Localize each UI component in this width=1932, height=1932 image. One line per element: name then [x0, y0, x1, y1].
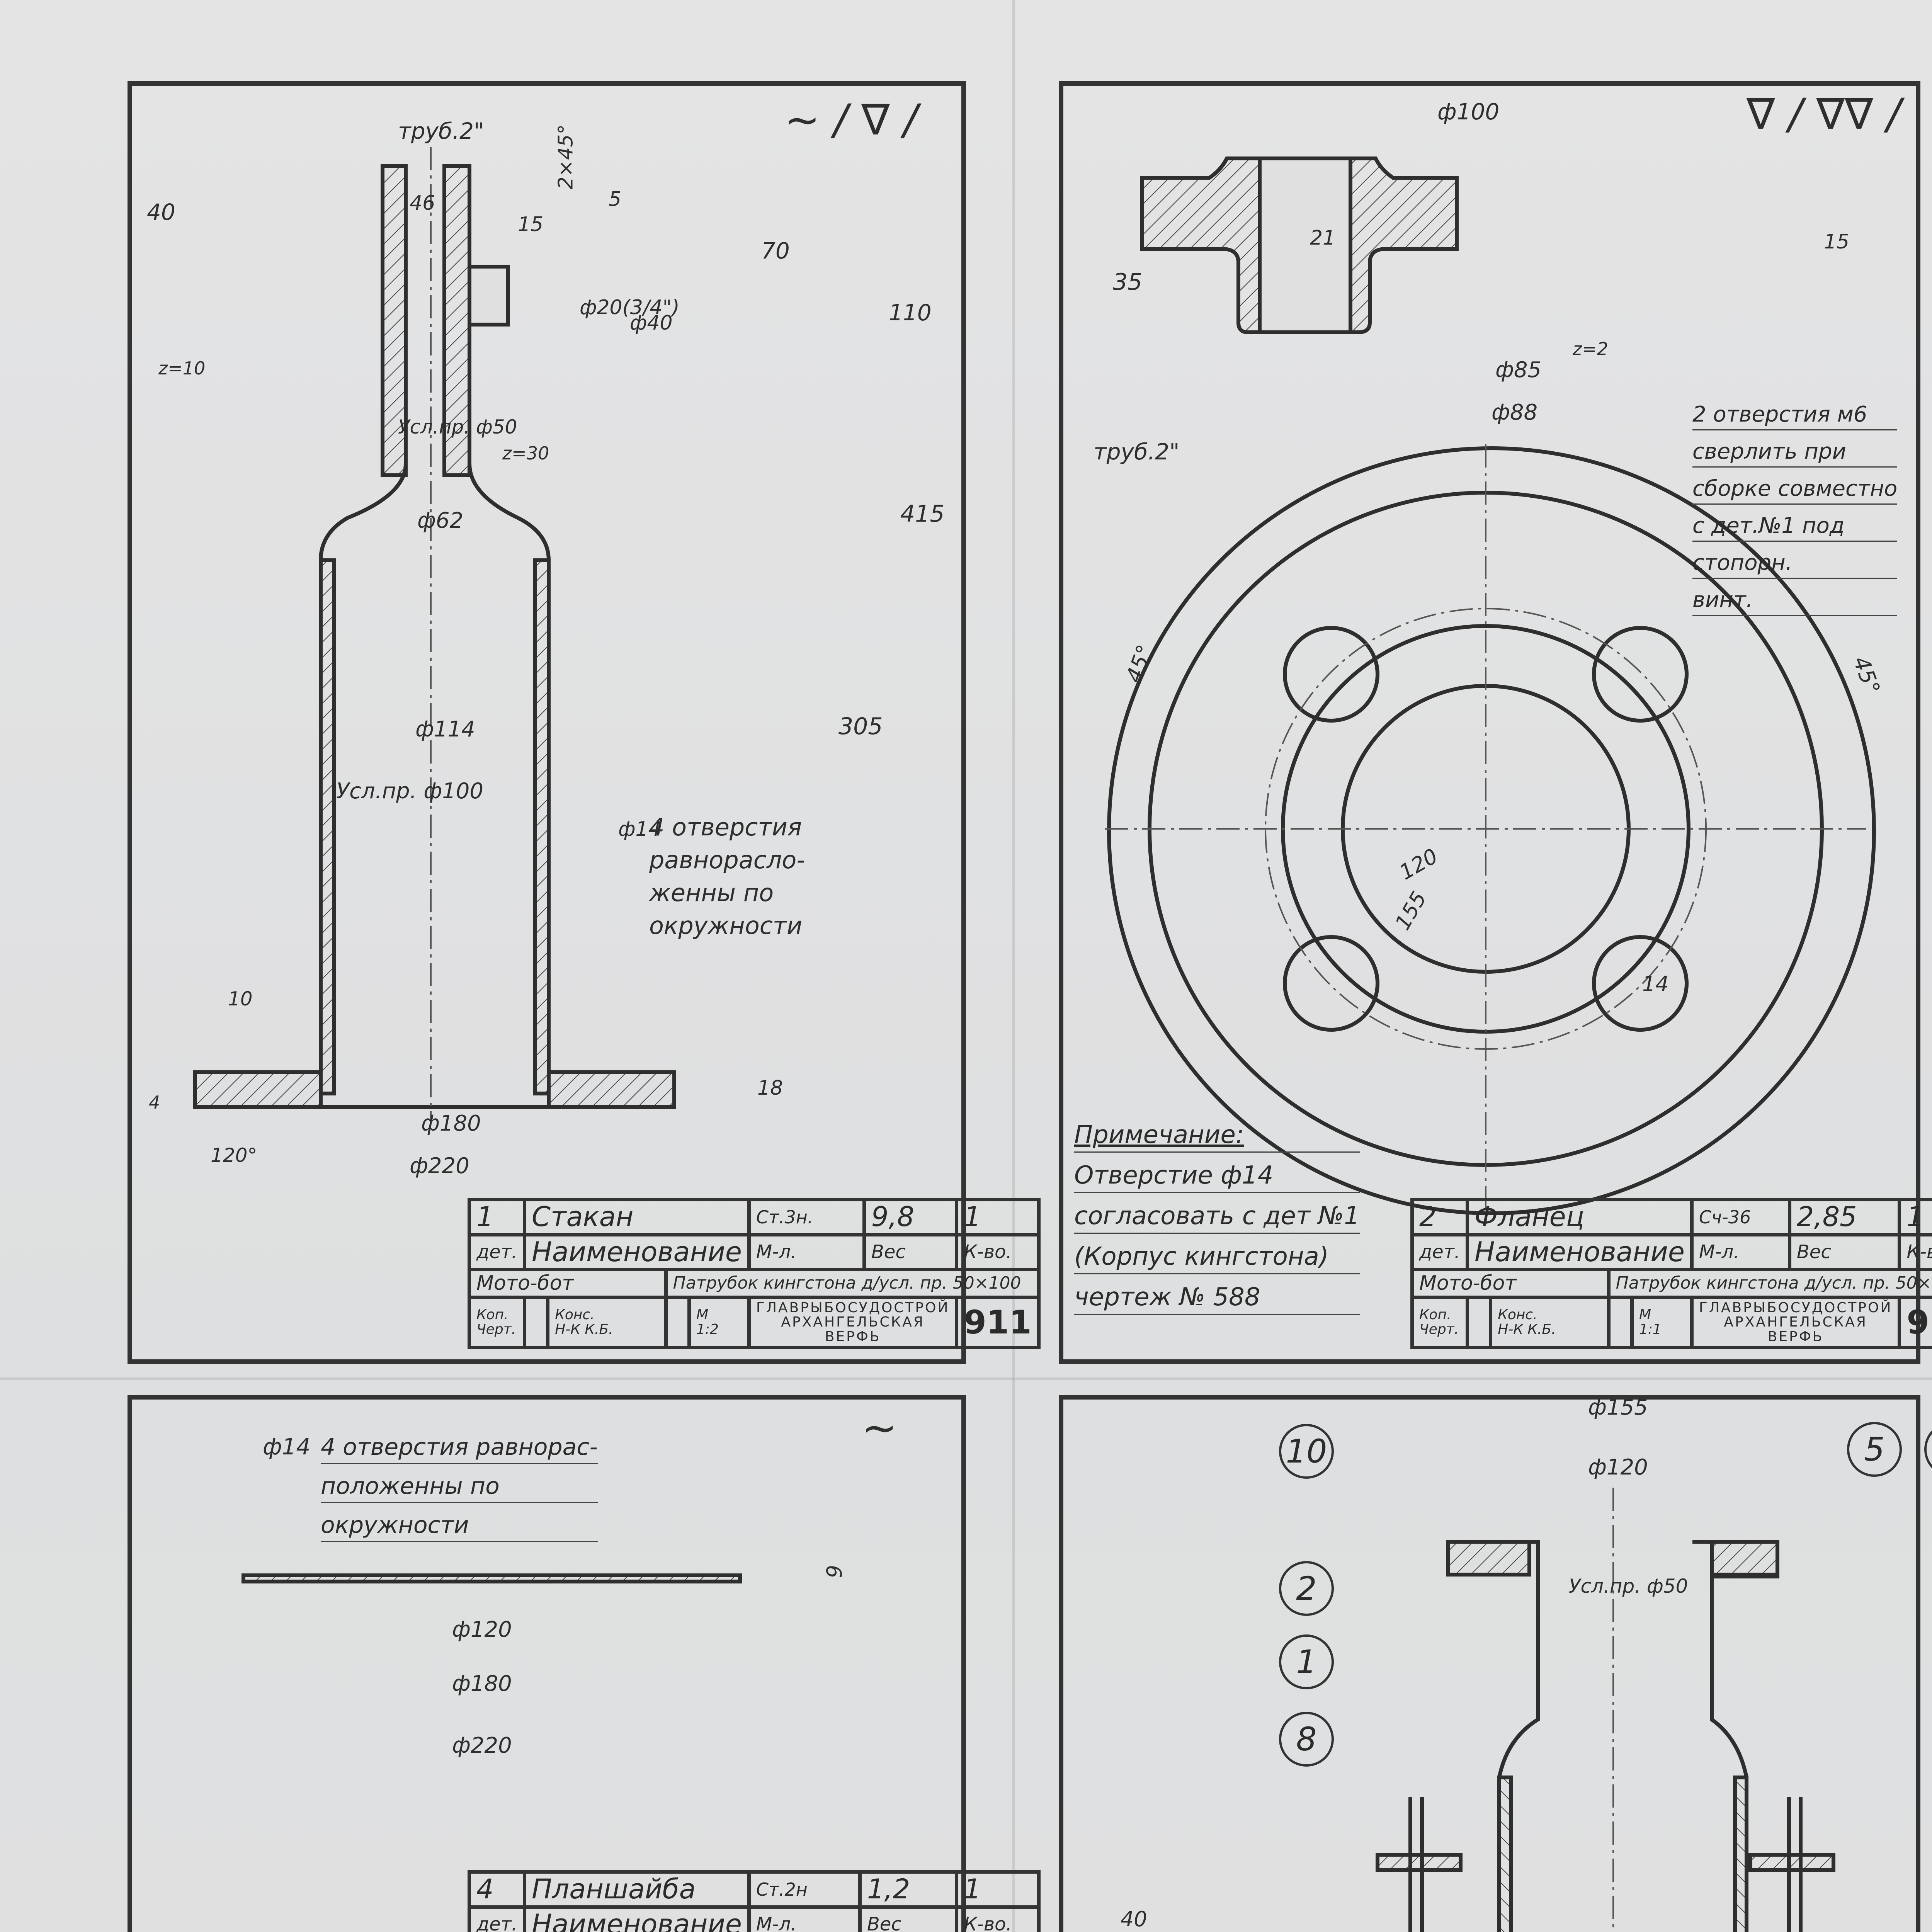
dim-305: 305	[838, 713, 883, 740]
dim-110: 110	[889, 299, 932, 326]
balloon-8: 8	[1279, 1712, 1334, 1767]
dim-d155: ф155	[1588, 1395, 1648, 1420]
surface-finish-mark: ∇ / ∇∇ /	[1747, 89, 1901, 139]
dim-d120: ф120	[452, 1617, 512, 1642]
balloon-5: 5	[1847, 1422, 1902, 1477]
balloon-1: 1	[1279, 1634, 1334, 1689]
dim-d100: ф100	[1437, 99, 1500, 125]
dim-bore-50: Усл.пр. ф50	[398, 416, 517, 438]
balloon-2: 2	[1279, 1561, 1334, 1616]
dim-bore-100: Усл.пр. ф100	[336, 779, 484, 804]
dim-15: 15	[1824, 230, 1850, 253]
panel-detail-2	[1059, 81, 1920, 1364]
dim-120deg: 120°	[211, 1144, 257, 1167]
dim-10: 10	[228, 988, 253, 1010]
dim-d85: ф85	[1495, 357, 1542, 383]
dim-15: 15	[518, 213, 544, 236]
note-holes-line1: 4 отверстия	[649, 813, 802, 841]
dim-radius-2: z=2	[1573, 338, 1608, 359]
panel-detail-1	[128, 81, 966, 1364]
panel-assembly	[1059, 1395, 1920, 1932]
part-material: Ст.3н.	[747, 1198, 866, 1236]
surface-finish-mark: ~	[862, 1403, 898, 1452]
part-no: 1	[468, 1198, 526, 1236]
dim-40: 40	[1121, 1907, 1147, 1931]
dim-18: 18	[757, 1077, 783, 1100]
dim-415: 415	[900, 500, 945, 527]
dim-d220: ф220	[410, 1153, 469, 1179]
dim-40: 40	[147, 199, 175, 225]
dim-bore-50: Усл.пр. ф50	[1569, 1575, 1688, 1597]
note-holes-line4: окружности	[649, 912, 803, 940]
note-detail-4: 4 отверстия равнорас- положенны по окруж…	[321, 1434, 598, 1551]
dim-5: 5	[609, 188, 622, 211]
dim-21: 21	[1310, 226, 1336, 250]
dim-d180: ф180	[452, 1671, 512, 1696]
paper-fold	[1012, 0, 1015, 1932]
drawing-number: 911	[955, 1295, 1041, 1349]
dim-d180: ф180	[421, 1111, 481, 1136]
dim-d40: ф40	[630, 311, 673, 335]
dim-d114: ф114	[415, 717, 475, 742]
dim-35: 35	[1113, 269, 1143, 296]
dim-pipe: труб.2"	[1094, 439, 1180, 465]
dim-radius-10: z=10	[158, 358, 206, 379]
part-weight: 9,8	[862, 1198, 959, 1236]
panel-details-4-5-6	[128, 1395, 966, 1932]
note-detail-2: Примечание: Отверстие ф14 согласовать с …	[1074, 1121, 1360, 1323]
dim-4: 4	[149, 1092, 160, 1113]
balloon-10: 10	[1279, 1424, 1334, 1479]
dim-hole-14: 14	[1642, 972, 1669, 996]
dim-radius-30: z=30	[502, 443, 549, 464]
dim-d120: ф120	[1588, 1455, 1648, 1480]
note-holes-line2: равнорасло-	[649, 846, 805, 874]
dim-thread: ф20(3/4")	[580, 296, 680, 319]
dim-46: 46	[410, 192, 435, 215]
paper-fold	[0, 1378, 1932, 1380]
dim-d220: ф220	[452, 1733, 512, 1758]
callout-m6-holes: 2 отверстия м6 сверлить при сборке совме…	[1692, 402, 1898, 624]
dim-6: 6	[821, 1565, 846, 1578]
dim-70: 70	[761, 238, 790, 264]
dim-chamfer: 2×45°	[554, 124, 578, 190]
dim-hole-14: ф14	[263, 1434, 311, 1460]
dim-hole-14: ф14	[618, 818, 661, 841]
dim-d88: ф88	[1492, 400, 1538, 425]
dim-pipe: труб.2"	[398, 118, 484, 144]
note-holes-line3: женны по	[649, 879, 774, 907]
dim-d62: ф62	[417, 508, 464, 533]
surface-finish-mark: ~ / ∇ /	[784, 95, 918, 145]
part-qty: 1	[955, 1198, 1041, 1236]
part-name: Стакан	[522, 1198, 751, 1236]
